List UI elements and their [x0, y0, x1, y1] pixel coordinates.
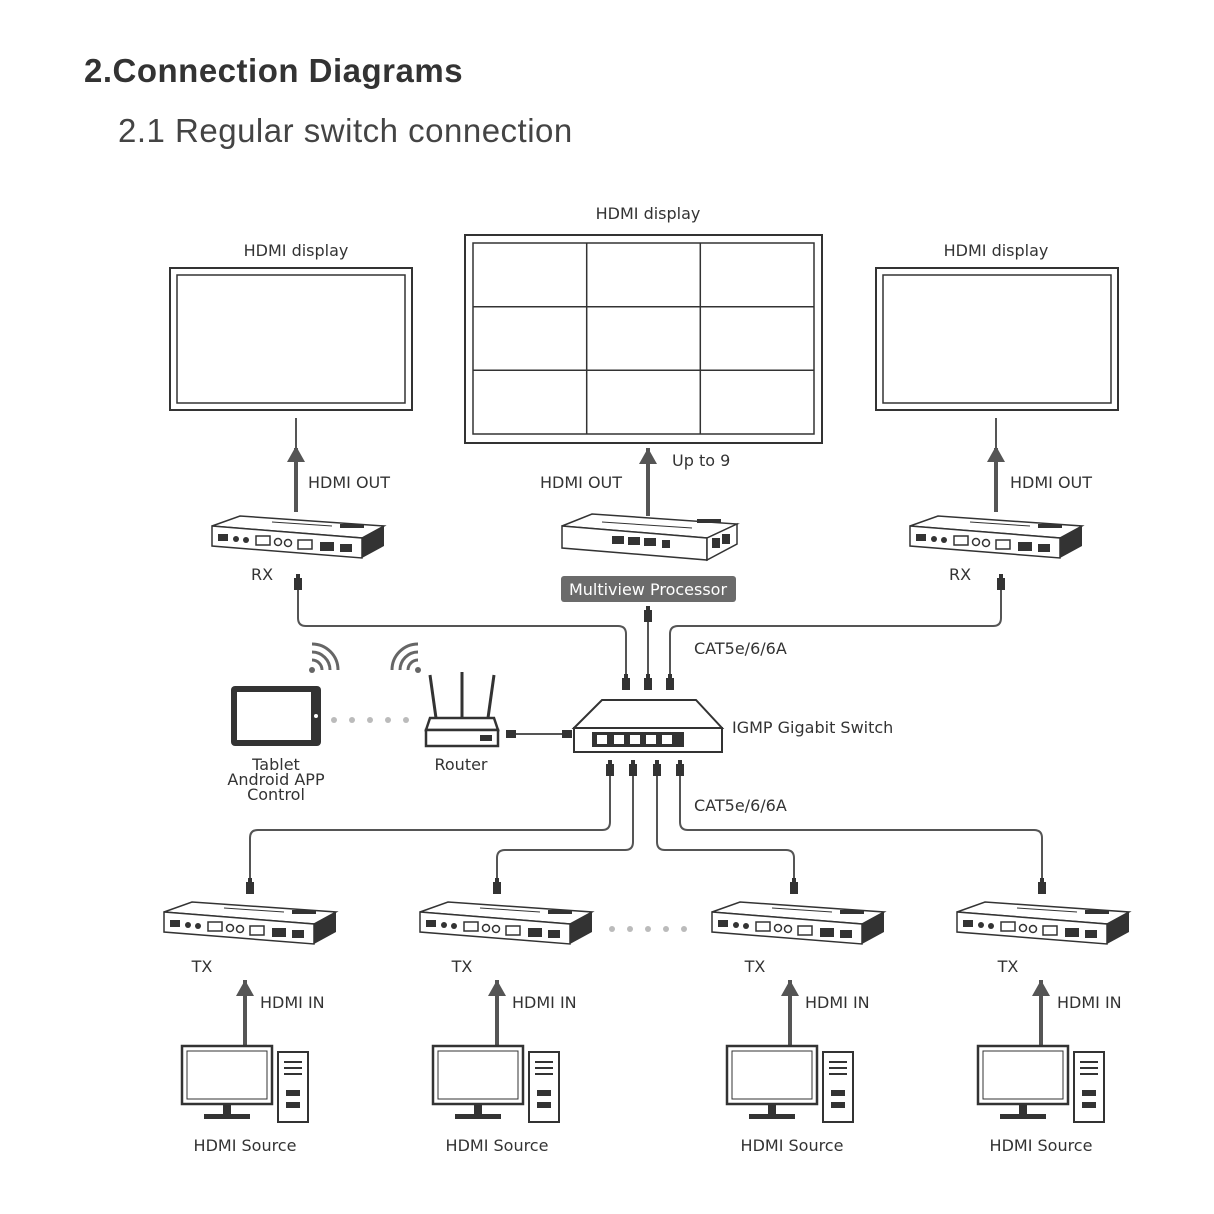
rj45-connector-icon — [294, 574, 302, 590]
rj45-connector-icon — [246, 878, 254, 894]
hdmi-display-center-videowall — [464, 234, 823, 444]
cat-cable-bottom-label: CAT5e/6/6A — [694, 796, 787, 815]
hdmi-source-computer-3 — [725, 1044, 855, 1124]
tablet-label-line3: Control — [247, 785, 305, 804]
up-to-9-label: Up to 9 — [672, 451, 730, 470]
rj45-connector-icon — [622, 674, 630, 690]
hdmi-out-arrow-center — [639, 448, 657, 516]
cat-cable-top-label: CAT5e/6/6A — [694, 639, 787, 658]
tx-transmitter-1 — [163, 901, 337, 945]
tx-label-1: TX — [191, 957, 213, 976]
multiview-processor-badge — [561, 576, 736, 602]
rj45-connector-icon — [1038, 878, 1046, 894]
page-title: 2.Connection Diagrams — [84, 52, 464, 89]
wireless-link-dots — [331, 717, 409, 723]
router-switch-cable — [506, 730, 572, 738]
tablet-label-line2: Android APP — [227, 770, 325, 789]
tx-label-2: TX — [451, 957, 473, 976]
rj45-connector-icon — [606, 760, 614, 776]
rj45-connector-icon — [653, 760, 661, 776]
hdmi-out-right-label: HDMI OUT — [1010, 473, 1092, 492]
tx-transmitter-4 — [956, 901, 1130, 945]
tx-transmitter-2 — [419, 901, 593, 945]
rj45-connector-icon — [997, 574, 1005, 590]
rj45-connector-icon — [790, 878, 798, 894]
hdmi-in-label-2: HDMI IN — [512, 993, 577, 1012]
rj45-connector-icon — [666, 674, 674, 690]
hdmi-out-center-label: HDMI OUT — [540, 473, 622, 492]
igmp-gigabit-switch — [571, 699, 725, 753]
rx-receiver-right — [909, 515, 1083, 559]
display-left-label: HDMI display — [244, 241, 349, 260]
hdmi-display-left — [169, 267, 413, 411]
rj45-connector-icon — [644, 674, 652, 690]
section-subtitle: 2.1 Regular switch connection — [118, 112, 573, 149]
hdmi-display-right — [875, 267, 1119, 411]
rj45-connector-icon — [676, 760, 684, 776]
hdmi-out-arrow-right — [987, 418, 1005, 512]
tablet-label-line1: Tablet — [251, 755, 300, 774]
hdmi-source-label-4: HDMI Source — [990, 1136, 1093, 1155]
hdmi-source-computer-4 — [976, 1044, 1106, 1124]
hdmi-source-label-3: HDMI Source — [741, 1136, 844, 1155]
hdmi-out-arrow-left — [287, 418, 305, 512]
wifi-icon — [390, 642, 421, 673]
hdmi-source-label-1: HDMI Source — [194, 1136, 297, 1155]
tx-continuation-dots — [609, 926, 687, 932]
rj45-connector-icon — [629, 760, 637, 776]
hdmi-in-label-1: HDMI IN — [260, 993, 325, 1012]
hdmi-source-label-2: HDMI Source — [446, 1136, 549, 1155]
rx-right-label: RX — [949, 565, 971, 584]
hdmi-in-label-3: HDMI IN — [805, 993, 870, 1012]
display-center-label: HDMI display — [596, 204, 701, 223]
rx-left-label: RX — [251, 565, 273, 584]
hdmi-source-computer-2 — [431, 1044, 561, 1124]
cable-rx-left — [297, 588, 627, 680]
tablet-device — [231, 686, 321, 746]
hdmi-source-computer-1 — [180, 1044, 310, 1124]
router-device — [424, 672, 500, 748]
hdmi-in-label-4: HDMI IN — [1057, 993, 1122, 1012]
tx-transmitter-3 — [711, 901, 885, 945]
tx-label-4: TX — [997, 957, 1019, 976]
cables-to-tx — [249, 776, 1043, 884]
hdmi-out-left-label: HDMI OUT — [308, 473, 390, 492]
router-label: Router — [434, 755, 487, 774]
rx-receiver-left — [211, 515, 385, 559]
multiview-processor-device — [561, 513, 738, 561]
tx-label-3: TX — [744, 957, 766, 976]
rj45-connector-icon — [644, 606, 652, 622]
igmp-switch-label: IGMP Gigabit Switch — [732, 718, 893, 737]
cable-rx-right — [669, 588, 1002, 680]
rj45-connector-icon — [493, 878, 501, 894]
display-right-label: HDMI display — [944, 241, 1049, 260]
wifi-icon — [309, 642, 340, 673]
multiview-processor-label: Multiview Processor — [569, 580, 728, 599]
hdmi-in-arrows — [236, 980, 1050, 1046]
